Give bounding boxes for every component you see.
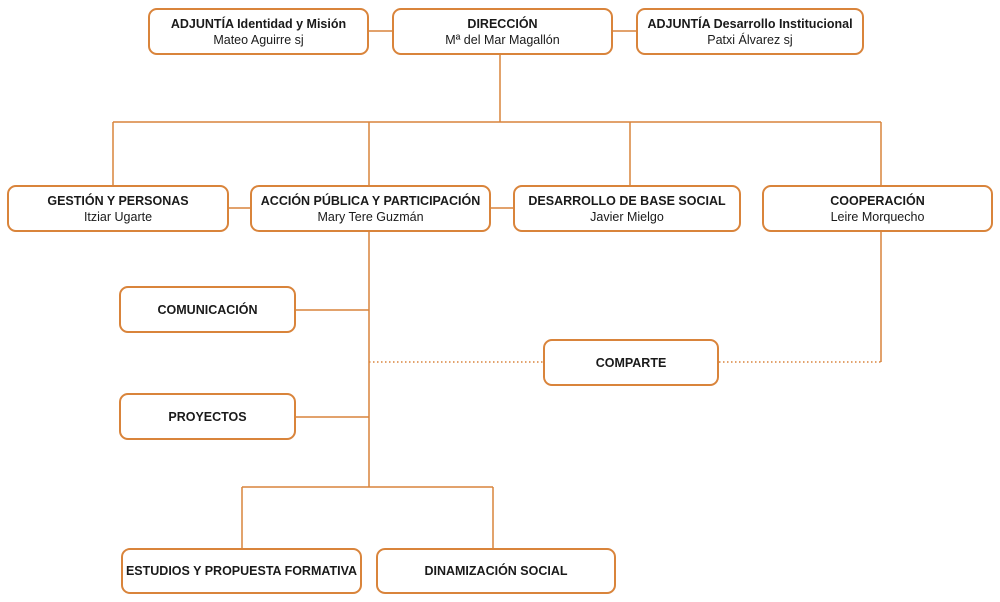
node-title: DINAMIZACIÓN SOCIAL	[424, 564, 568, 578]
node-adjuntia-identidad: ADJUNTÍA Identidad y Misión Mateo Aguirr…	[148, 8, 369, 55]
node-comunicacion: COMUNICACIÓN	[119, 286, 296, 333]
node-proyectos: PROYECTOS	[119, 393, 296, 440]
node-title: PROYECTOS	[168, 409, 247, 424]
node-dinamizacion-social: DINAMIZACIÓN SOCIAL	[376, 548, 616, 594]
node-direccion: DIRECCIÓN Mª del Mar Magallón	[392, 8, 613, 55]
node-person: Mª del Mar Magallón	[445, 32, 560, 47]
node-accion-publica: ACCIÓN PÚBLICA Y PARTICIPACIÓN Mary Tere…	[250, 185, 491, 232]
node-title: COMPARTE	[595, 355, 667, 370]
node-person: Javier Mielgo	[590, 209, 664, 224]
node-desarrollo-base-social: DESARROLLO DE BASE SOCIAL Javier Mielgo	[513, 185, 741, 232]
node-cooperacion: COOPERACIÓN Leire Morquecho	[762, 185, 993, 232]
node-person: Patxi Álvarez sj	[707, 32, 793, 47]
node-title: DIRECCIÓN	[467, 16, 538, 31]
node-comparte: COMPARTE	[543, 339, 719, 386]
node-person: Leire Morquecho	[830, 209, 925, 224]
node-title: COOPERACIÓN	[830, 193, 925, 208]
node-person: Mary Tere Guzmán	[317, 209, 424, 224]
node-title: DESARROLLO DE BASE SOCIAL	[528, 193, 726, 208]
node-estudios-propuesta-formativa: ESTUDIOS Y PROPUESTA FORMATIVA	[121, 548, 362, 594]
node-title: COMUNICACIÓN	[157, 302, 258, 317]
node-person: Itziar Ugarte	[83, 209, 153, 224]
node-gestion-personas: GESTIÓN Y PERSONAS Itziar Ugarte	[7, 185, 229, 232]
node-title: ADJUNTÍA Desarrollo Institucional	[647, 16, 853, 31]
node-title: GESTIÓN Y PERSONAS	[47, 193, 189, 208]
node-adjuntia-desarrollo: ADJUNTÍA Desarrollo Institucional Patxi …	[636, 8, 864, 55]
node-title: ESTUDIOS Y PROPUESTA FORMATIVA	[125, 564, 358, 578]
node-person: Mateo Aguirre sj	[213, 32, 304, 47]
node-title: ACCIÓN PÚBLICA Y PARTICIPACIÓN	[260, 193, 481, 208]
node-title: ADJUNTÍA Identidad y Misión	[170, 16, 347, 31]
